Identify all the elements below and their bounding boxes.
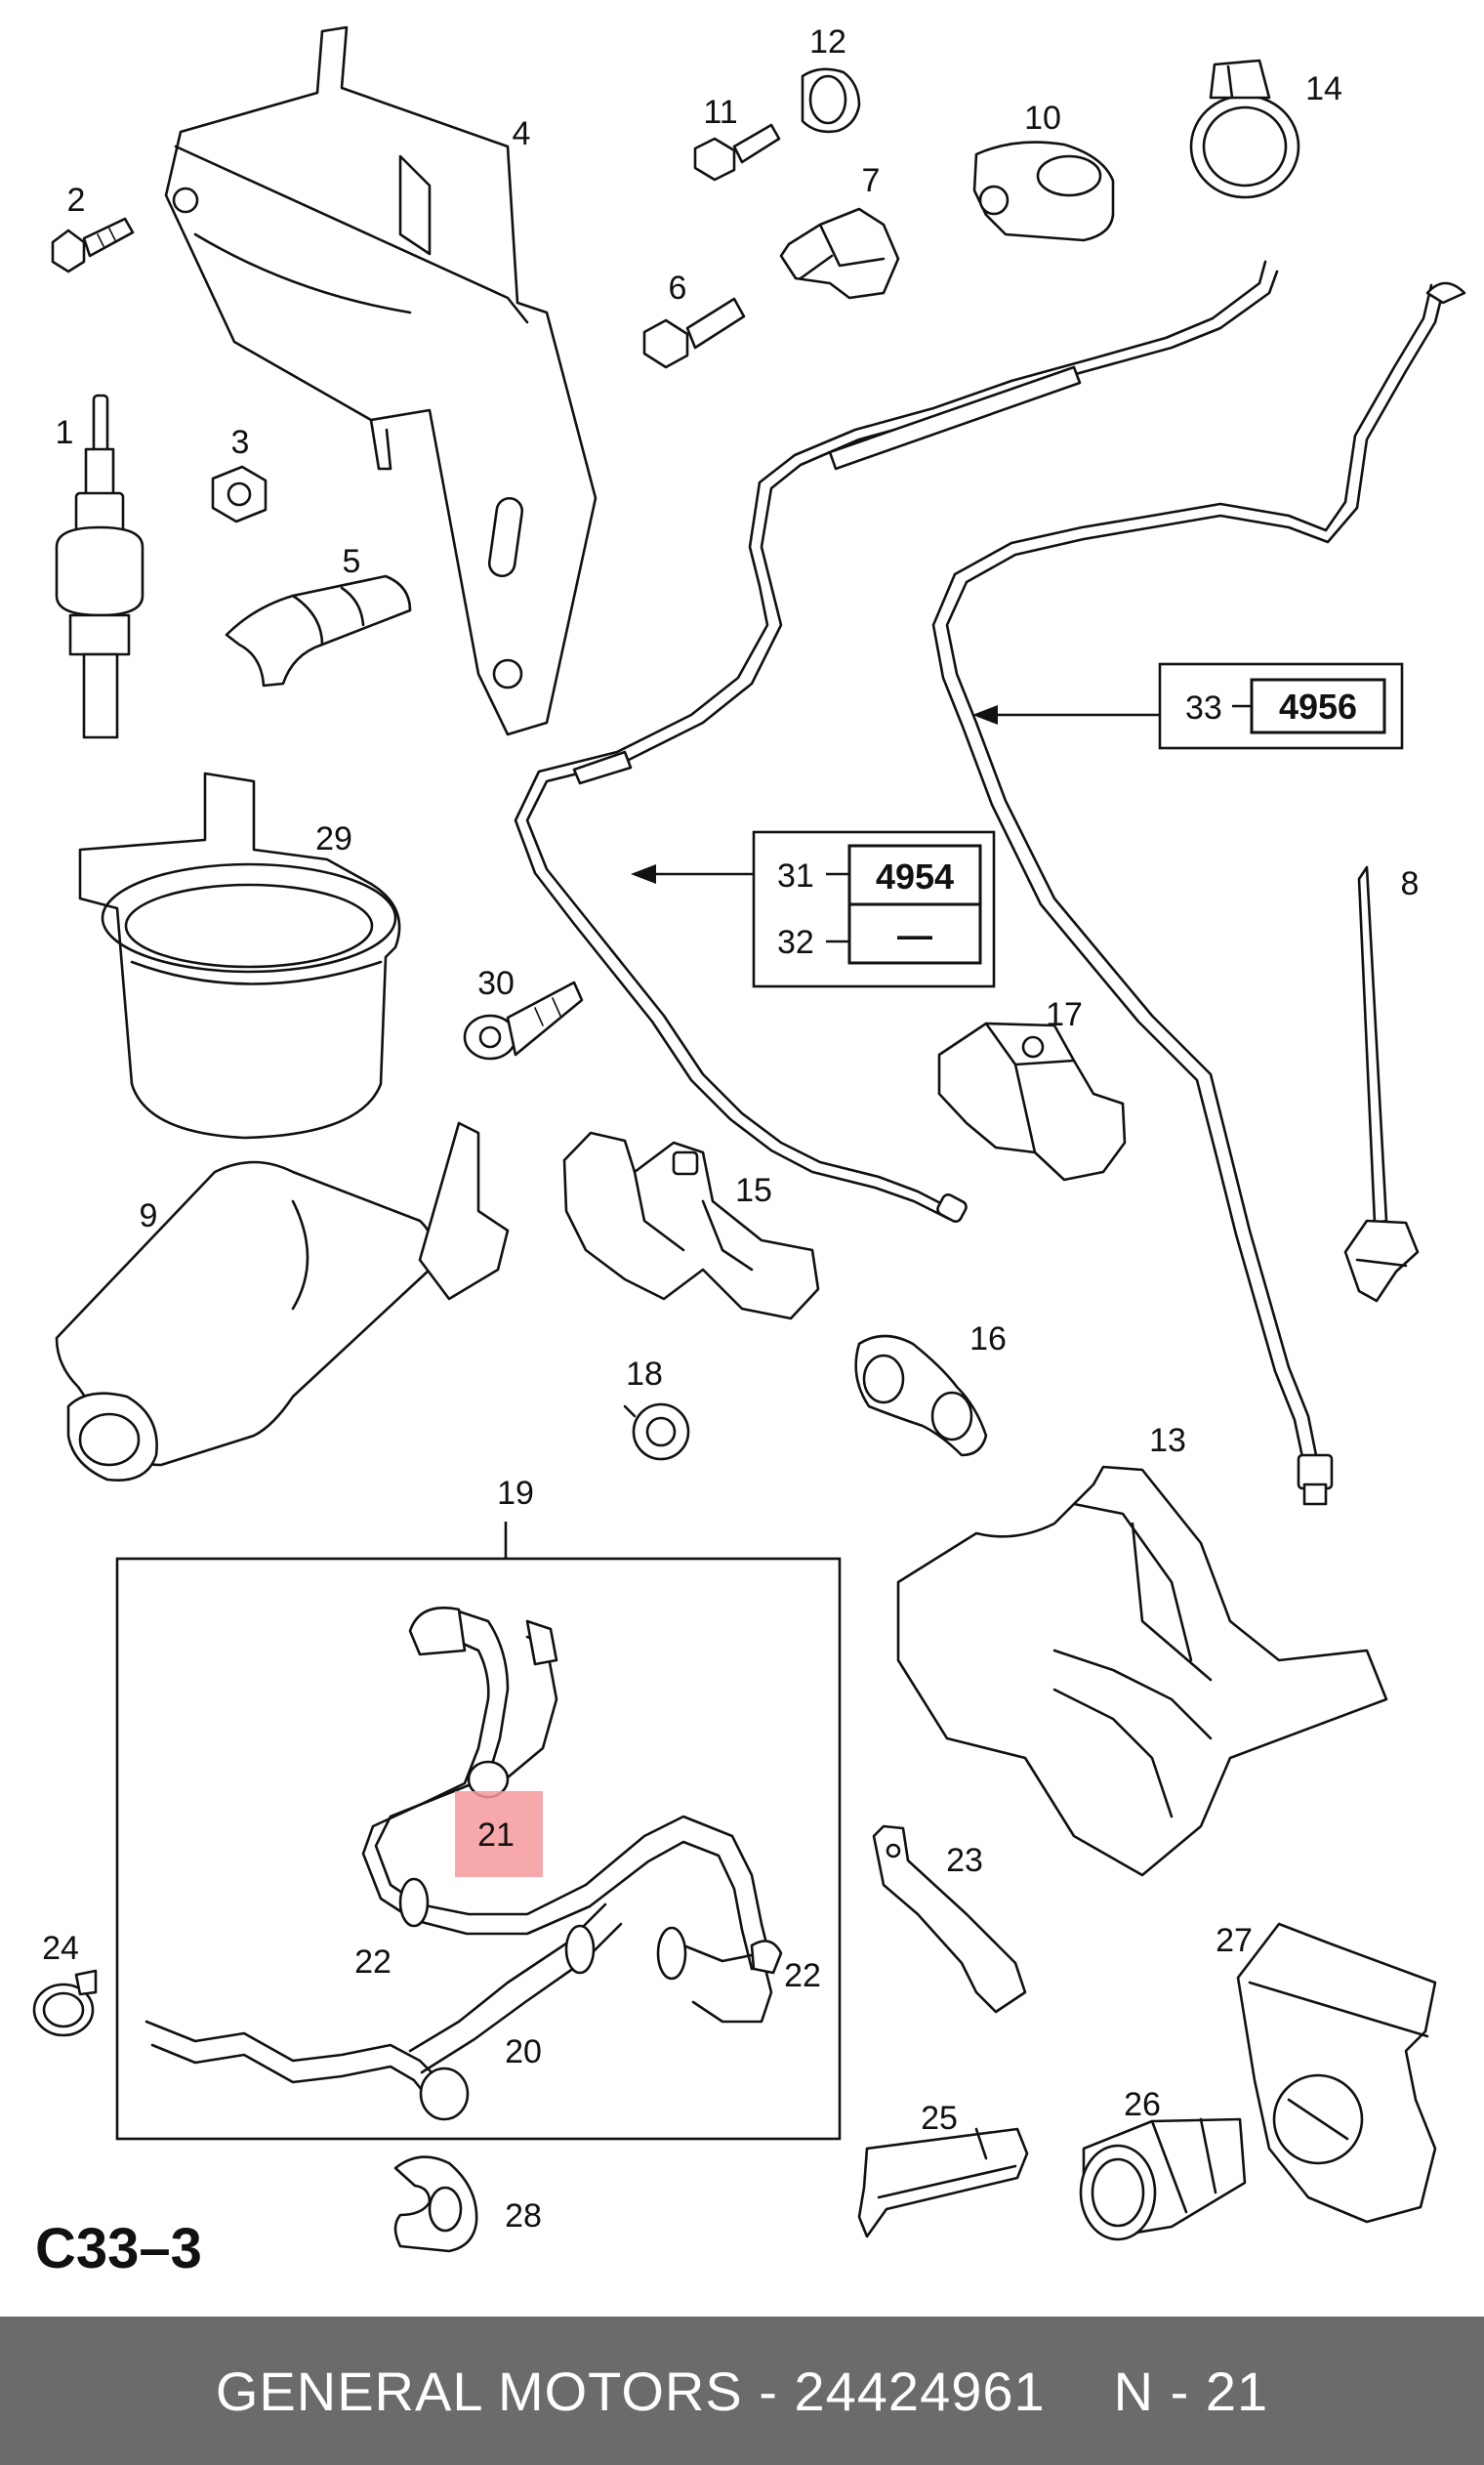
callout-23: 23 [946, 1842, 983, 1879]
footer-part-text: GENERAL MOTORS - 24424961 [215, 2360, 1046, 2422]
part-25-clip [857, 2127, 1029, 2238]
callout-18: 18 [626, 1356, 663, 1393]
ref-box-31-32: 31 4954 32 — [631, 830, 996, 988]
callout-19: 19 [497, 1475, 534, 1512]
part-9-heater [55, 1121, 510, 1482]
footer-position-text: N - 21 [1113, 2360, 1269, 2422]
callout-11: 11 [703, 94, 737, 131]
part-11-bolt [693, 123, 781, 182]
callout-4: 4 [513, 115, 531, 152]
callout-26: 26 [1124, 2086, 1161, 2123]
callout-6: 6 [669, 270, 687, 307]
part-5-clamp [225, 574, 412, 688]
assembly-19-frame [115, 1522, 842, 2141]
callout-12: 12 [809, 23, 846, 61]
part-13-shield [896, 1465, 1388, 1877]
part-26-connector [1079, 2117, 1247, 2241]
callout-28: 28 [505, 2197, 542, 2235]
callout-20: 20 [505, 2033, 542, 2070]
callout-16: 16 [969, 1320, 1007, 1358]
callout-22b: 22 [784, 1957, 821, 1994]
part-2-bolt [51, 217, 135, 273]
callout-24: 24 [42, 1930, 79, 1967]
pipe-33 [931, 281, 1466, 1506]
callout-13: 13 [1149, 1422, 1186, 1459]
callout-9: 9 [140, 1197, 158, 1234]
diagram-code: C33–3 [35, 2217, 202, 2280]
part-16-clip [854, 1334, 988, 1457]
callout-5: 5 [343, 543, 361, 580]
part-18-grommet [623, 1402, 690, 1461]
callout-21: 21 [477, 1817, 515, 1854]
callout-labels: 1 2 3 4 5 6 7 8 9 10 11 12 13 14 15 16 1… [42, 23, 1419, 2235]
pipe-31 [514, 260, 1279, 1224]
part-1-sensor [55, 394, 144, 739]
callout-14: 14 [1305, 70, 1342, 107]
callout-17: 17 [1046, 996, 1083, 1033]
part-15-bracket [562, 1131, 820, 1320]
part-10-clip [972, 141, 1115, 242]
ref-box-32-item: 32 [777, 924, 814, 961]
callout-10: 10 [1024, 100, 1061, 137]
callout-27: 27 [1216, 1922, 1253, 1959]
part-28-clip [393, 2155, 478, 2253]
callout-8: 8 [1401, 865, 1420, 902]
part-17-holder [937, 1022, 1127, 1182]
callout-30: 30 [477, 965, 515, 1002]
ref-box-32-value: — [897, 915, 932, 955]
callout-2: 2 [67, 182, 86, 219]
callout-25: 25 [921, 2100, 958, 2137]
part-12-grommet [801, 67, 861, 134]
part-23-bracket [872, 1824, 1027, 2014]
part-4-bracket [164, 25, 598, 736]
callout-3: 3 [231, 424, 250, 461]
part-14-hose-clamp [1189, 59, 1300, 199]
part-29-container [78, 772, 401, 1140]
part-27-bracket [1236, 1922, 1437, 2224]
callout-15: 15 [735, 1172, 772, 1209]
part-30-bolt [463, 981, 584, 1061]
part-8-cable-tie [1343, 865, 1420, 1303]
ref-box-33-value: 4956 [1279, 687, 1357, 727]
callout-1: 1 [56, 414, 74, 451]
part-24-hose-clamp [32, 1969, 98, 2037]
ref-box-33-item: 33 [1185, 689, 1222, 727]
exploded-parts-diagram: 33 4956 31 4954 32 — [32, 23, 1466, 2280]
ref-box-31-item: 31 [777, 857, 814, 895]
callout-29: 29 [315, 820, 352, 857]
callout-22a: 22 [354, 1943, 392, 1981]
clamps-22 [398, 1877, 687, 1981]
footer-bar: GENERAL MOTORS - 24424961 N - 21 [0, 2317, 1484, 2465]
part-6-bolt [642, 297, 746, 369]
part-7-clip [779, 207, 900, 300]
part-3-nut [211, 465, 268, 523]
ref-box-31-value: 4954 [876, 856, 954, 897]
hose-20 [144, 1902, 623, 2121]
ref-box-33: 33 4956 [972, 662, 1404, 750]
callout-7: 7 [862, 162, 881, 199]
part-21-highlight [455, 1791, 543, 1877]
hose-21 [361, 1607, 783, 2024]
